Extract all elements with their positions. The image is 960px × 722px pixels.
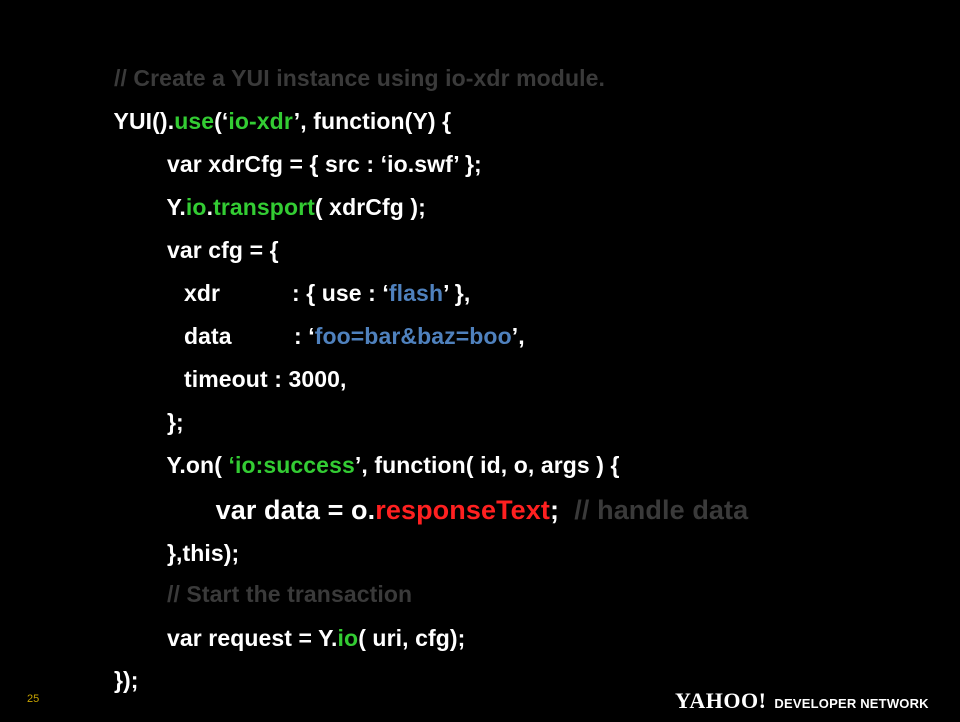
code-line: };: [128, 380, 184, 464]
code-line: var xdrCfg = { src : ‘io.swf’ };: [128, 122, 482, 206]
code-token: ( uri, cfg);: [358, 625, 466, 651]
code-token: Y.on(: [166, 452, 229, 478]
code-block: // Create a YUI instance using io-xdr mo…: [75, 36, 749, 693]
code-token: // Start the transaction: [166, 581, 413, 607]
code-token: // handle data: [574, 495, 749, 525]
code-token: io: [337, 625, 359, 651]
code-line: });: [75, 638, 139, 722]
code-token: data: [183, 323, 232, 349]
code-line: // Start the transaction: [128, 552, 412, 636]
code-token: var data = o.: [215, 495, 376, 525]
code-token: var request = Y.: [166, 625, 338, 651]
code-token: // Create a YUI instance using io-xdr mo…: [113, 65, 605, 91]
code-token: ’ },: [443, 280, 471, 306]
code-token: .: [206, 194, 214, 220]
code-line: timeout : 3000,: [145, 337, 347, 421]
code-line: var request = Y.io( uri, cfg);: [128, 596, 465, 680]
code-token: };: [166, 409, 184, 435]
code-token: responseText: [375, 495, 550, 525]
code-token: ‘io:success: [228, 452, 355, 478]
code-token: },this);: [166, 540, 240, 566]
code-token: var cfg = {: [166, 237, 279, 263]
code-token: timeout : 3000,: [183, 366, 347, 392]
code-token: io-xdr: [228, 108, 294, 134]
code-line: // Create a YUI instance using io-xdr mo…: [75, 36, 605, 120]
code-line: YUI().use(‘io-xdr’, function(Y) {: [75, 79, 452, 163]
code-token: io: [185, 194, 207, 220]
code-token: ’, function(Y) {: [293, 108, 452, 134]
code-token: ’,: [511, 323, 525, 349]
code-token: });: [113, 667, 139, 693]
code-line: },this);: [128, 511, 239, 595]
code-line: var cfg = {: [128, 208, 279, 292]
code-line: Y.io.transport( xdrCfg );: [128, 165, 426, 249]
code-token: YUI().: [113, 108, 175, 134]
code-token: ;: [550, 495, 575, 525]
code-token: flash: [388, 280, 444, 306]
code-line: xdr : { use : ‘flash’ },: [145, 251, 470, 335]
code-line: Y.on( ‘io:success’, function( id, o, arg…: [128, 423, 620, 507]
code-token: ( xdrCfg );: [314, 194, 426, 220]
page-number: 25: [27, 693, 40, 705]
code-token: : ‘: [293, 323, 315, 349]
code-token: : { use : ‘: [291, 280, 389, 306]
code-token: var xdrCfg = { src : ‘io.swf’ };: [166, 151, 482, 177]
code-token: Y.: [166, 194, 186, 220]
code-token: ’, function( id, o, args ) {: [354, 452, 620, 478]
code-line: data : ‘foo=bar&baz=boo’,: [145, 294, 525, 378]
code-token: use: [174, 108, 215, 134]
code-token: (‘: [214, 108, 229, 134]
code-line: var data = o.responseText; // handle dat…: [170, 462, 749, 558]
code-token: foo=bar&baz=boo: [314, 323, 512, 349]
yahoo-wordmark: YAHOO!: [675, 688, 767, 713]
yahoo-developer-network-logo: YAHOO! DEVELOPER NETWORK: [675, 688, 929, 714]
code-token: transport: [213, 194, 315, 220]
developer-network-tagline: DEVELOPER NETWORK: [774, 696, 929, 711]
code-token: xdr: [183, 280, 221, 306]
